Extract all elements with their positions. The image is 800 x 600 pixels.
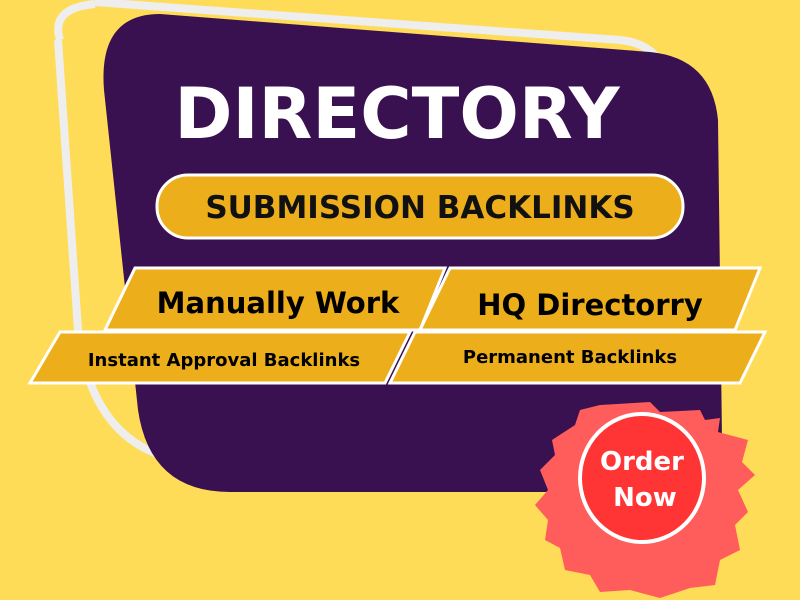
feature-banners [27, 266, 768, 385]
feature-manually-work: Manually Work [157, 286, 400, 320]
feature-hq-directory: HQ Directorry [477, 288, 703, 322]
feature-banner-4 [387, 330, 768, 385]
order-label: Order [600, 447, 684, 477]
title: DIRECTORY [174, 73, 621, 155]
feature-banner-3 [27, 330, 413, 385]
order-now-button[interactable]: Order Now [535, 402, 755, 598]
subtitle-pill [155, 173, 685, 240]
feature-permanent-backlinks: Permanent Backlinks [463, 347, 677, 368]
feature-banner-2 [417, 266, 763, 332]
feature-instant-approval: Instant Approval Backlinks [88, 350, 360, 371]
order-circle [578, 412, 706, 544]
subtitle: SUBMISSION BACKLINKS [205, 190, 634, 226]
now-label: Now [613, 483, 677, 513]
